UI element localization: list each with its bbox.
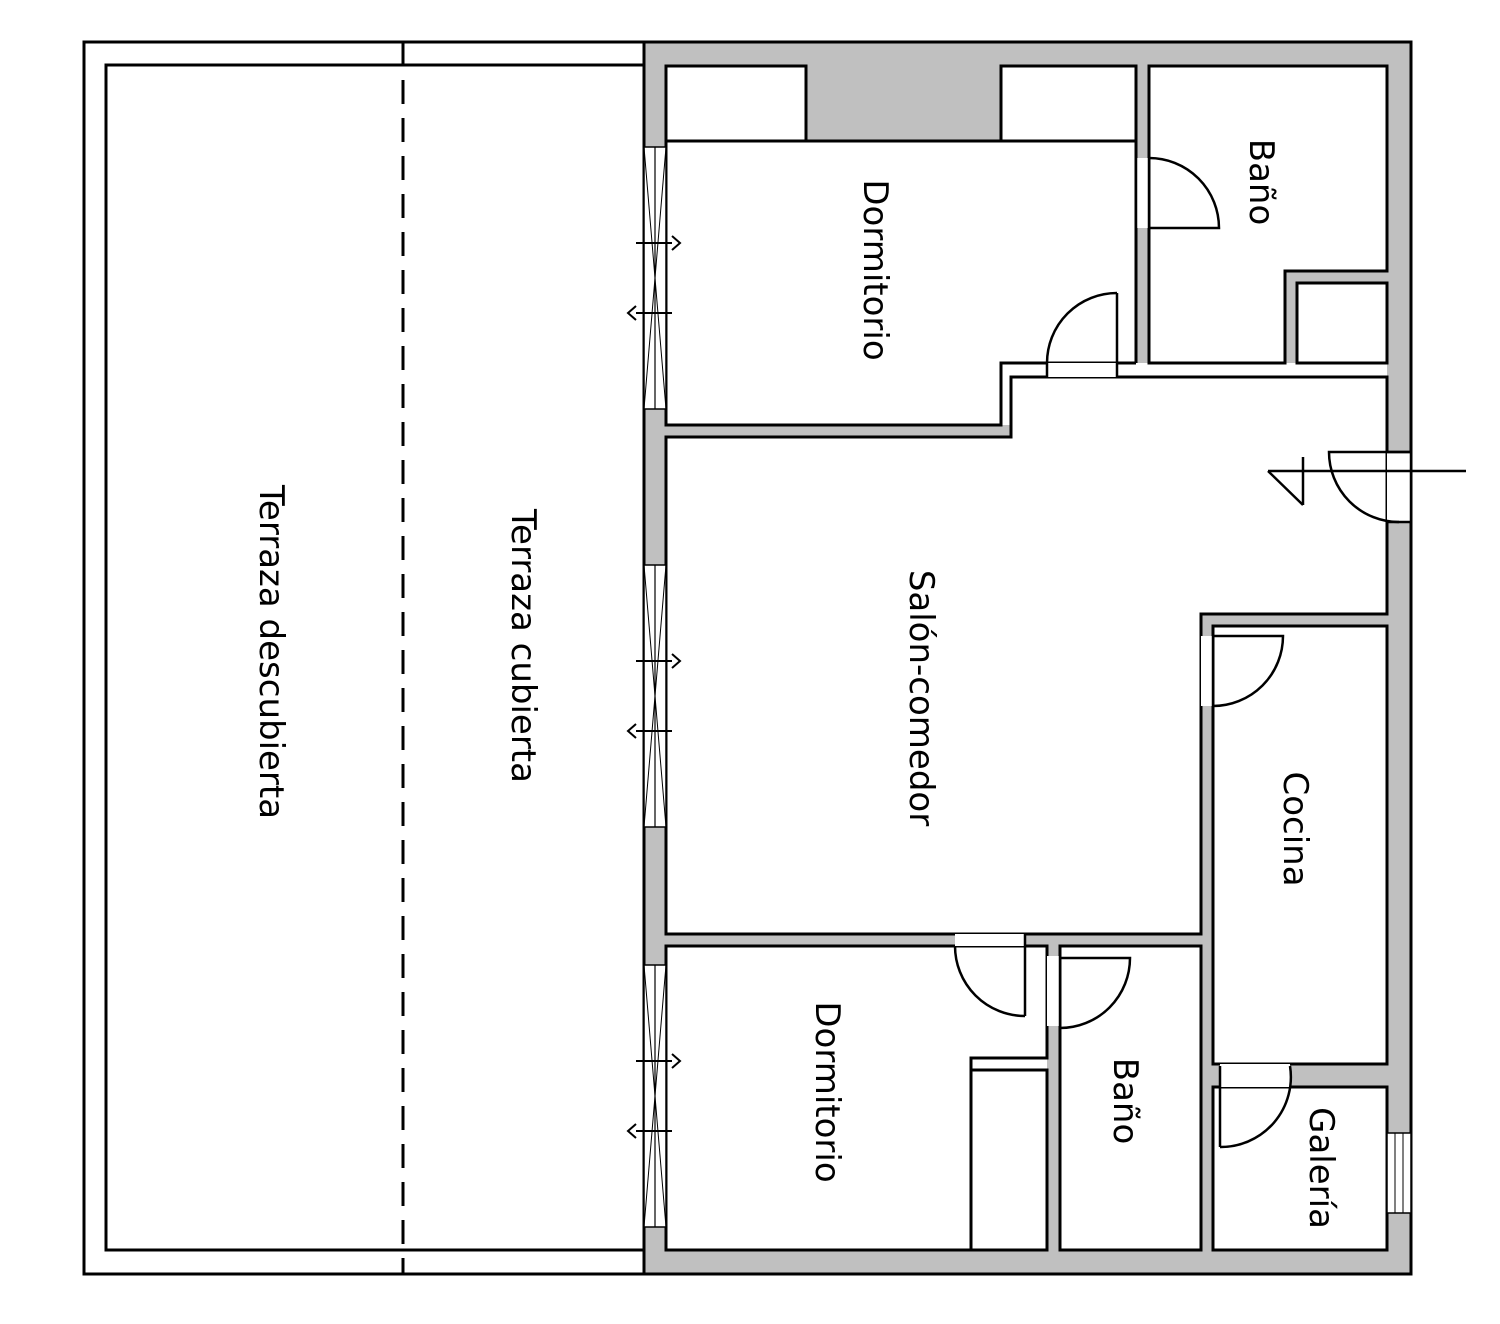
room-label-bano-top: Baño bbox=[1241, 139, 1281, 226]
door-top-bedroom bbox=[1045, 291, 1119, 377]
terrace-outline bbox=[82, 40, 646, 1276]
room-label-cocina: Cocina bbox=[1275, 771, 1315, 886]
door-entrance bbox=[1267, 450, 1466, 524]
window-top-bedroom bbox=[626, 146, 682, 410]
window-living-room bbox=[626, 564, 682, 828]
room-label-bano-bottom: Baño bbox=[1105, 1058, 1145, 1145]
window-gallery bbox=[1386, 1132, 1412, 1214]
room-label-terraza-cubierta: Terraza cubierta bbox=[503, 508, 543, 783]
door-bottom-bedroom bbox=[953, 934, 1027, 1018]
door-bottom-bathroom bbox=[1047, 956, 1132, 1030]
room-label-dormitorio-top: Dormitorio bbox=[855, 179, 895, 360]
window-bottom-bedroom bbox=[626, 964, 682, 1228]
room-label-galeria: Galería bbox=[1301, 1107, 1341, 1229]
door-top-bathroom bbox=[1134, 156, 1221, 230]
room-label-salon-comedor: Salón-comedor bbox=[901, 570, 941, 826]
door-gallery bbox=[1218, 1064, 1293, 1149]
room-label-terraza-descubierta: Terraza descubierta bbox=[251, 484, 291, 819]
house-walls bbox=[642, 40, 1413, 1276]
room-label-dormitorio-bottom: Dormitorio bbox=[807, 1001, 847, 1182]
door-kitchen bbox=[1201, 634, 1285, 708]
